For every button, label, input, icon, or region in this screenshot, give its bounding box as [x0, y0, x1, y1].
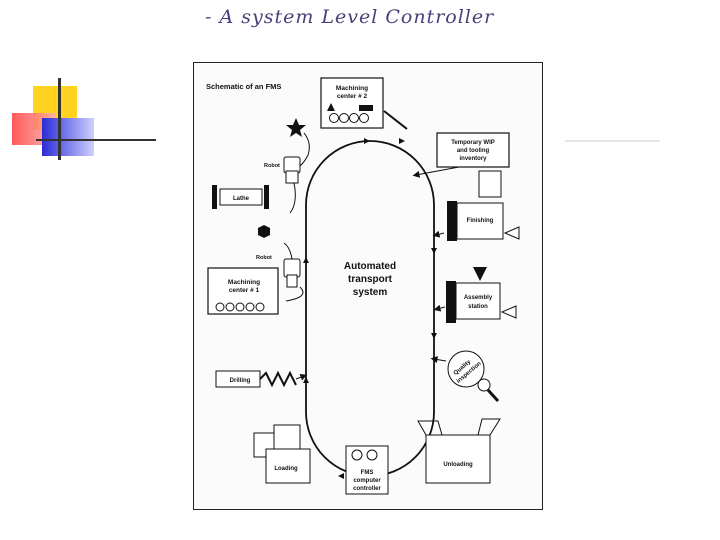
svg-text:center # 2: center # 2: [337, 93, 368, 100]
machining-center-2: Machining center # 2: [320, 77, 408, 130]
center-label-line-1: Automated: [344, 261, 396, 272]
assembly-station: Assembly station: [433, 267, 517, 323]
svg-text:and tooling: and tooling: [457, 148, 490, 154]
loading-station: Loading: [253, 424, 311, 484]
svg-text:station: station: [468, 304, 488, 310]
svg-text:Machining: Machining: [336, 85, 368, 92]
deco-horizontal-line: [36, 139, 156, 141]
deco-right-line: [565, 140, 660, 142]
lathe-station: Lathe: [212, 185, 269, 209]
svg-text:Drilling: Drilling: [230, 378, 251, 384]
center-label-line-3: system: [353, 287, 388, 298]
robot-upper: Robot: [264, 156, 301, 214]
transport-loop: [305, 140, 435, 477]
slide-heading: - A system Level Controller: [205, 6, 495, 28]
svg-text:Machining: Machining: [228, 279, 260, 286]
drilling-station: Drilling: [215, 370, 308, 388]
quality-inspection: Quality inspection: [430, 350, 500, 403]
svg-text:FMS: FMS: [361, 470, 374, 476]
svg-text:Temporary WIP: Temporary WIP: [451, 140, 495, 146]
svg-text:Assembly: Assembly: [464, 295, 493, 301]
fms-schematic-svg: Schematic of an FMS Automated transport …: [206, 77, 520, 495]
svg-text:controller: controller: [353, 486, 381, 492]
unloading-station: Unloading: [417, 418, 501, 484]
finishing-station: Finishing: [432, 170, 520, 241]
svg-text:Robot: Robot: [264, 163, 280, 169]
robot-lower: Robot: [256, 225, 304, 302]
loop-arrows: [303, 138, 437, 479]
temp-wip-station: Temporary WIP and tooling inventory: [412, 132, 510, 178]
svg-text:Finishing: Finishing: [467, 218, 494, 224]
svg-text:Robot: Robot: [256, 255, 272, 261]
machining-center-1: Machining center # 1: [207, 267, 279, 315]
deco-vertical-line: [58, 78, 61, 160]
fms-schematic-figure: Schematic of an FMS Automated transport …: [193, 62, 543, 510]
star-part-icon: [286, 118, 306, 137]
svg-text:center # 1: center # 1: [229, 287, 260, 294]
diagram-title: Schematic of an FMS: [206, 82, 281, 91]
svg-text:inventory: inventory: [459, 156, 487, 162]
center-label-line-2: transport: [348, 274, 393, 285]
svg-text:Loading: Loading: [274, 466, 298, 472]
svg-text:Lathe: Lathe: [233, 196, 250, 202]
fms-computer-controller: FMS computer controller: [345, 445, 389, 495]
svg-text:Unloading: Unloading: [443, 462, 473, 468]
deco-blue-square: [42, 118, 94, 156]
svg-text:computer: computer: [353, 478, 381, 484]
